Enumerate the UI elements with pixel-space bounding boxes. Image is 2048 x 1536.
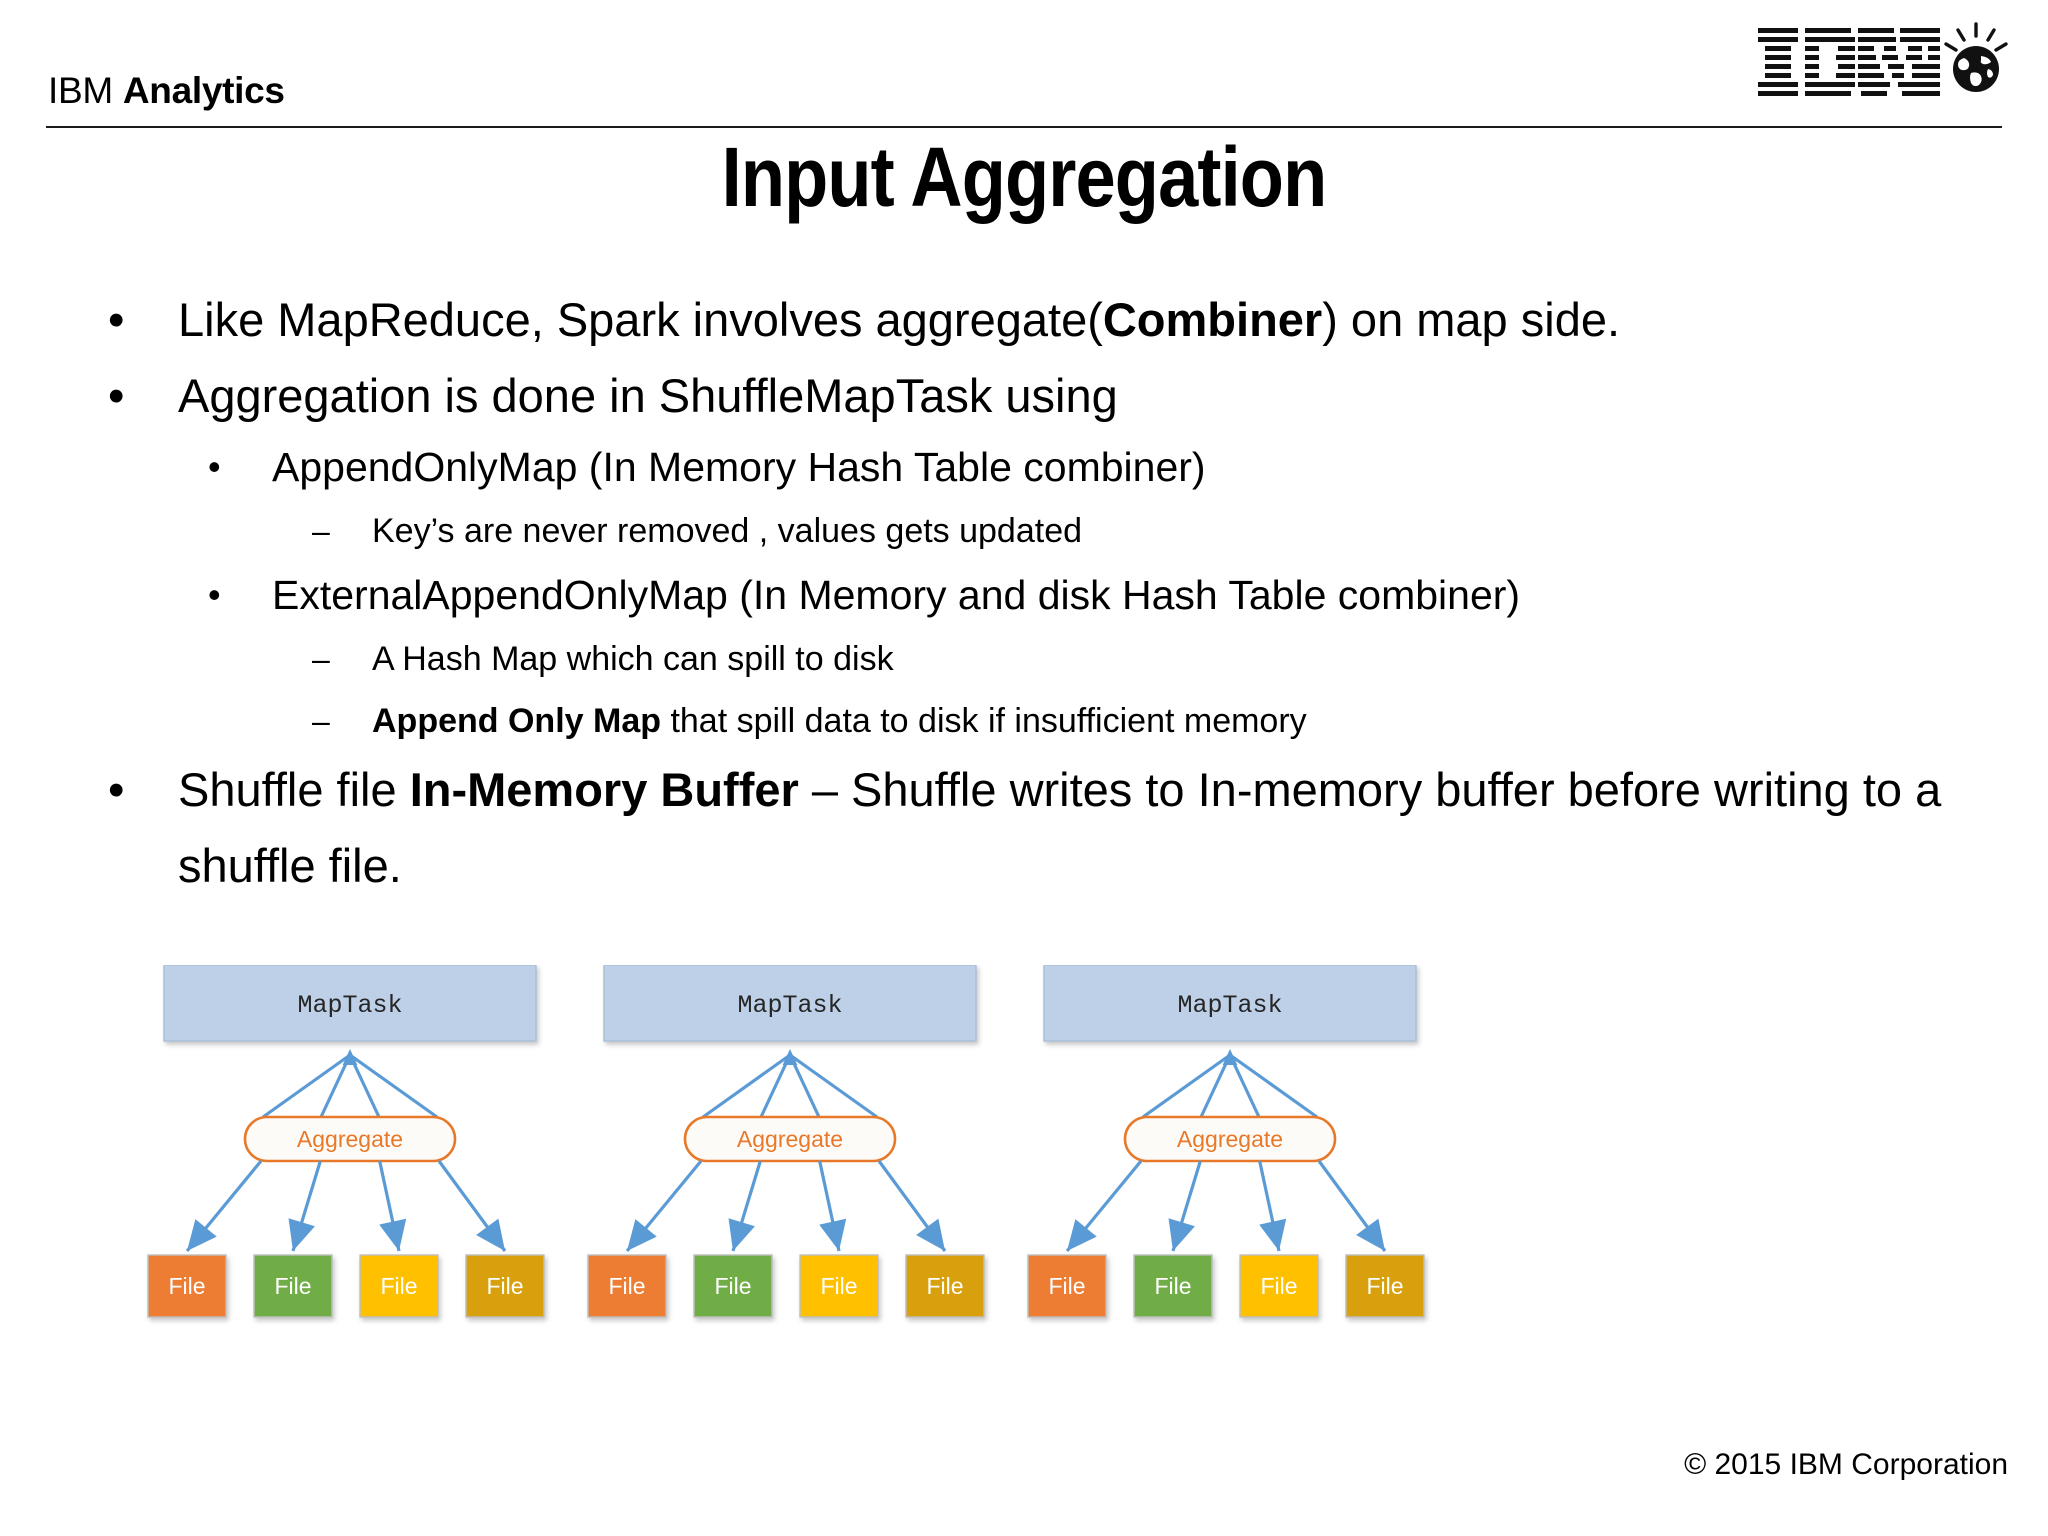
page-title: Input Aggregation xyxy=(721,130,1328,224)
bullet-text-run: A Hash Map which can spill to disk xyxy=(372,640,894,678)
bullet-text-run: Like MapReduce, Spark involves aggregate… xyxy=(178,293,1103,346)
file-box xyxy=(147,1254,227,1318)
bullet-marker: • xyxy=(208,574,221,615)
bullet-item: • Like MapReduce, Spark involves aggregat… xyxy=(0,282,2048,358)
file-box xyxy=(1133,1254,1213,1318)
bullet-item: – Append Only Map that spill data to disk… xyxy=(0,690,2048,752)
maptask-box xyxy=(603,965,977,1042)
maptask-label: MapTask xyxy=(737,991,842,1020)
bullet-text-run: AppendOnlyMap (In Memory Hash Table comb… xyxy=(272,444,1206,490)
file-label: File xyxy=(486,1273,523,1299)
file-label: File xyxy=(1048,1273,1085,1299)
file-label: File xyxy=(714,1273,751,1299)
bullet-text: ExternalAppendOnlyMap (In Memory and dis… xyxy=(272,562,2048,628)
bullet-text: A Hash Map which can spill to disk xyxy=(372,628,2048,690)
ibm-logo-icon xyxy=(1758,28,1940,96)
file-box xyxy=(693,1254,773,1318)
file-label: File xyxy=(820,1273,857,1299)
brand-ibm-text: IBM xyxy=(48,70,113,111)
bullet-text: Shuffle file In-Memory Buffer – Shuffle … xyxy=(178,752,2048,904)
bullet-item: – Key’s are never removed , values gets u… xyxy=(0,500,2048,562)
maptask-box xyxy=(1043,965,1417,1042)
header-divider xyxy=(46,126,2002,128)
brand-product-text: Analytics xyxy=(122,70,285,111)
brand-lockup: IBM Analytics xyxy=(48,72,285,109)
aggregate-node xyxy=(243,1115,457,1163)
bullet-text-emphasis: In-Memory Buffer xyxy=(409,763,799,816)
file-label: File xyxy=(1366,1273,1403,1299)
bullet-text-emphasis: Append Only Map xyxy=(372,702,661,740)
bullet-text-run: ) on map side. xyxy=(1322,293,1621,346)
file-box xyxy=(1027,1254,1107,1318)
bullet-text-run: that spill data to disk if insufficient … xyxy=(661,702,1307,740)
file-box xyxy=(1239,1254,1319,1318)
bullet-text: Key’s are never removed , values gets up… xyxy=(372,500,2048,562)
bullet-item: – A Hash Map which can spill to disk xyxy=(0,628,2048,690)
file-box xyxy=(359,1254,439,1318)
bullet-marker: • xyxy=(108,763,125,816)
bullet-text: Like MapReduce, Spark involves aggregate… xyxy=(178,282,2048,358)
maptask-label: MapTask xyxy=(297,991,402,1020)
file-label: File xyxy=(380,1273,417,1299)
aggregate-label: Aggregate xyxy=(737,1126,843,1152)
file-label: File xyxy=(926,1273,963,1299)
maptask-box xyxy=(163,965,537,1042)
bullet-item: • AppendOnlyMap (In Memory Hash Table com… xyxy=(0,434,2048,500)
bullet-text-run: Key’s are never removed , values gets up… xyxy=(372,512,1083,550)
bullet-marker: – xyxy=(312,513,330,549)
aggregate-label: Aggregate xyxy=(297,1126,403,1152)
file-box xyxy=(587,1254,667,1318)
file-box xyxy=(253,1254,333,1318)
ibm-smarter-planet-globe-icon xyxy=(1940,22,2012,96)
bullet-marker: – xyxy=(312,641,330,677)
bullet-marker: • xyxy=(108,369,125,422)
bullet-item: • Aggregation is done in ShuffleMapTask u… xyxy=(0,358,2048,434)
bullet-marker: – xyxy=(312,703,330,739)
file-label: File xyxy=(274,1273,311,1299)
file-box xyxy=(799,1254,879,1318)
bullet-text-run: – Shuffle writes to In-memory buffer bef… xyxy=(178,763,1942,892)
bullet-marker: • xyxy=(108,293,125,346)
bullet-text: Append Only Map that spill data to disk … xyxy=(372,690,2048,752)
maptask-label: MapTask xyxy=(1177,991,1282,1020)
aggregate-label: Aggregate xyxy=(1177,1126,1283,1152)
file-box xyxy=(1345,1254,1425,1318)
copyright-notice: © 2015 IBM Corporation xyxy=(1684,1448,2008,1481)
aggregate-node xyxy=(1123,1115,1337,1163)
bullet-item: • Shuffle file In-Memory Buffer – Shuffle… xyxy=(0,752,2048,904)
bullet-text-run: ExternalAppendOnlyMap (In Memory and dis… xyxy=(272,572,1521,618)
file-label: File xyxy=(608,1273,645,1299)
file-box xyxy=(905,1254,985,1318)
aggregate-node xyxy=(683,1115,897,1163)
slide-header: IBM Analytics xyxy=(0,0,2048,128)
bullet-text: Aggregation is done in ShuffleMapTask us… xyxy=(178,358,2048,434)
file-label: File xyxy=(1260,1273,1297,1299)
bullet-marker: • xyxy=(208,446,221,487)
bullet-text: AppendOnlyMap (In Memory Hash Table comb… xyxy=(272,434,2048,500)
bullet-item: • ExternalAppendOnlyMap (In Memory and di… xyxy=(0,562,2048,628)
file-label: File xyxy=(1154,1273,1191,1299)
bullet-text-emphasis: Combiner xyxy=(1102,293,1323,346)
file-box xyxy=(465,1254,545,1318)
bullet-text-run: Shuffle file xyxy=(178,763,410,816)
file-label: File xyxy=(168,1273,205,1299)
bullet-list: • Like MapReduce, Spark involves aggregat… xyxy=(0,282,2048,904)
bullet-text-run: Aggregation is done in ShuffleMapTask us… xyxy=(178,369,1118,422)
